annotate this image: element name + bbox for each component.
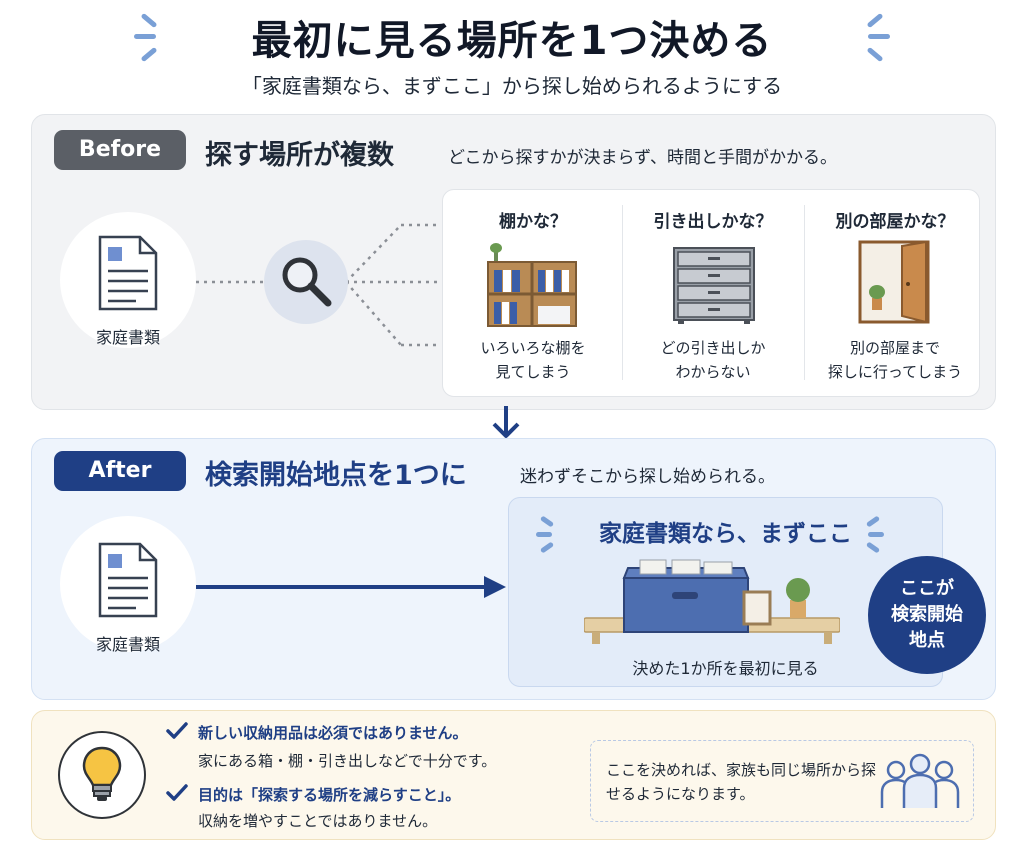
spark-decoration xyxy=(134,34,156,39)
option-drawer-desc-1: どの引き出しか xyxy=(660,339,766,357)
lightbulb-icon xyxy=(82,746,122,801)
divider xyxy=(804,205,805,380)
tip-point2-bold: 目的は「探索する場所を減らすこと」。 xyxy=(198,786,461,804)
option-room-question: 別の部屋かな？ xyxy=(835,212,955,232)
start-point-badge-line3: 地点 xyxy=(909,630,945,651)
search-icon xyxy=(282,257,332,307)
option-drawer-question: 引き出しかな？ xyxy=(653,212,773,232)
tip-point1-text: 家にある箱・棚・引き出しなどで十分です。 xyxy=(198,752,497,770)
spark-decoration xyxy=(536,532,552,537)
option-shelf-question: 棚かな？ xyxy=(499,212,567,232)
start-point-badge-line1: ここが xyxy=(900,578,954,599)
start-point-caption: 決めた1か所を最初に見る xyxy=(632,659,819,678)
start-point-badge-line2: 検索開始 xyxy=(891,604,963,625)
after-document-label: 家庭書類 xyxy=(95,635,160,654)
tip-panel xyxy=(31,710,996,840)
check-icon xyxy=(166,784,188,801)
tip-point2-text: 収納を増やすことではありません。 xyxy=(198,812,438,830)
document-icon xyxy=(98,542,158,618)
door-icon xyxy=(858,240,930,324)
option-room-desc-2: 探しに行ってしまう xyxy=(827,363,963,381)
family-icon xyxy=(880,753,960,808)
family-note-box xyxy=(590,740,974,822)
option-shelf-desc-2: 見てしまう xyxy=(495,363,571,381)
start-point-title: 家庭書類なら、まずここ xyxy=(599,521,852,547)
before-note: どこから探すかが決まらず、時間と手間がかかる。 xyxy=(448,148,837,168)
option-room-desc-1: 別の部屋まで xyxy=(849,339,940,357)
page-subtitle: 「家庭書類なら、まずここ」から探し始められるようにする xyxy=(241,74,783,98)
after-note: 迷わずそこから探し始められる。 xyxy=(520,467,775,487)
drawer-icon xyxy=(673,247,755,324)
after-badge: After xyxy=(54,451,186,491)
page-title: 最初に見る場所を1つ決める xyxy=(251,18,773,64)
option-drawer-desc-2: わからない xyxy=(675,363,751,381)
option-shelf-desc-1: いろいろな棚を xyxy=(480,339,586,357)
tip-point1-bold: 新しい収納用品は必須ではありません。 xyxy=(198,724,468,742)
shelf-icon xyxy=(487,243,577,327)
after-heading: 検索開始地点を1つに xyxy=(205,460,467,491)
arrow-down-icon xyxy=(492,406,520,438)
spark-decoration xyxy=(868,34,890,39)
document-icon xyxy=(98,235,158,311)
divider xyxy=(622,205,623,380)
storage-box-icon xyxy=(584,559,840,644)
check-icon xyxy=(166,722,188,739)
spark-decoration xyxy=(868,532,884,537)
before-badge: Before xyxy=(54,130,186,170)
before-heading: 探す場所が複数 xyxy=(205,140,394,171)
start-point-badge: ここが 検索開始 地点 xyxy=(868,556,986,674)
family-note-text: ここを決めれば、家族も同じ場所から探せるようになります。 xyxy=(606,761,877,803)
arrow-right-icon xyxy=(196,576,506,598)
search-connector-lines xyxy=(196,223,441,347)
before-document-label: 家庭書類 xyxy=(95,328,160,347)
